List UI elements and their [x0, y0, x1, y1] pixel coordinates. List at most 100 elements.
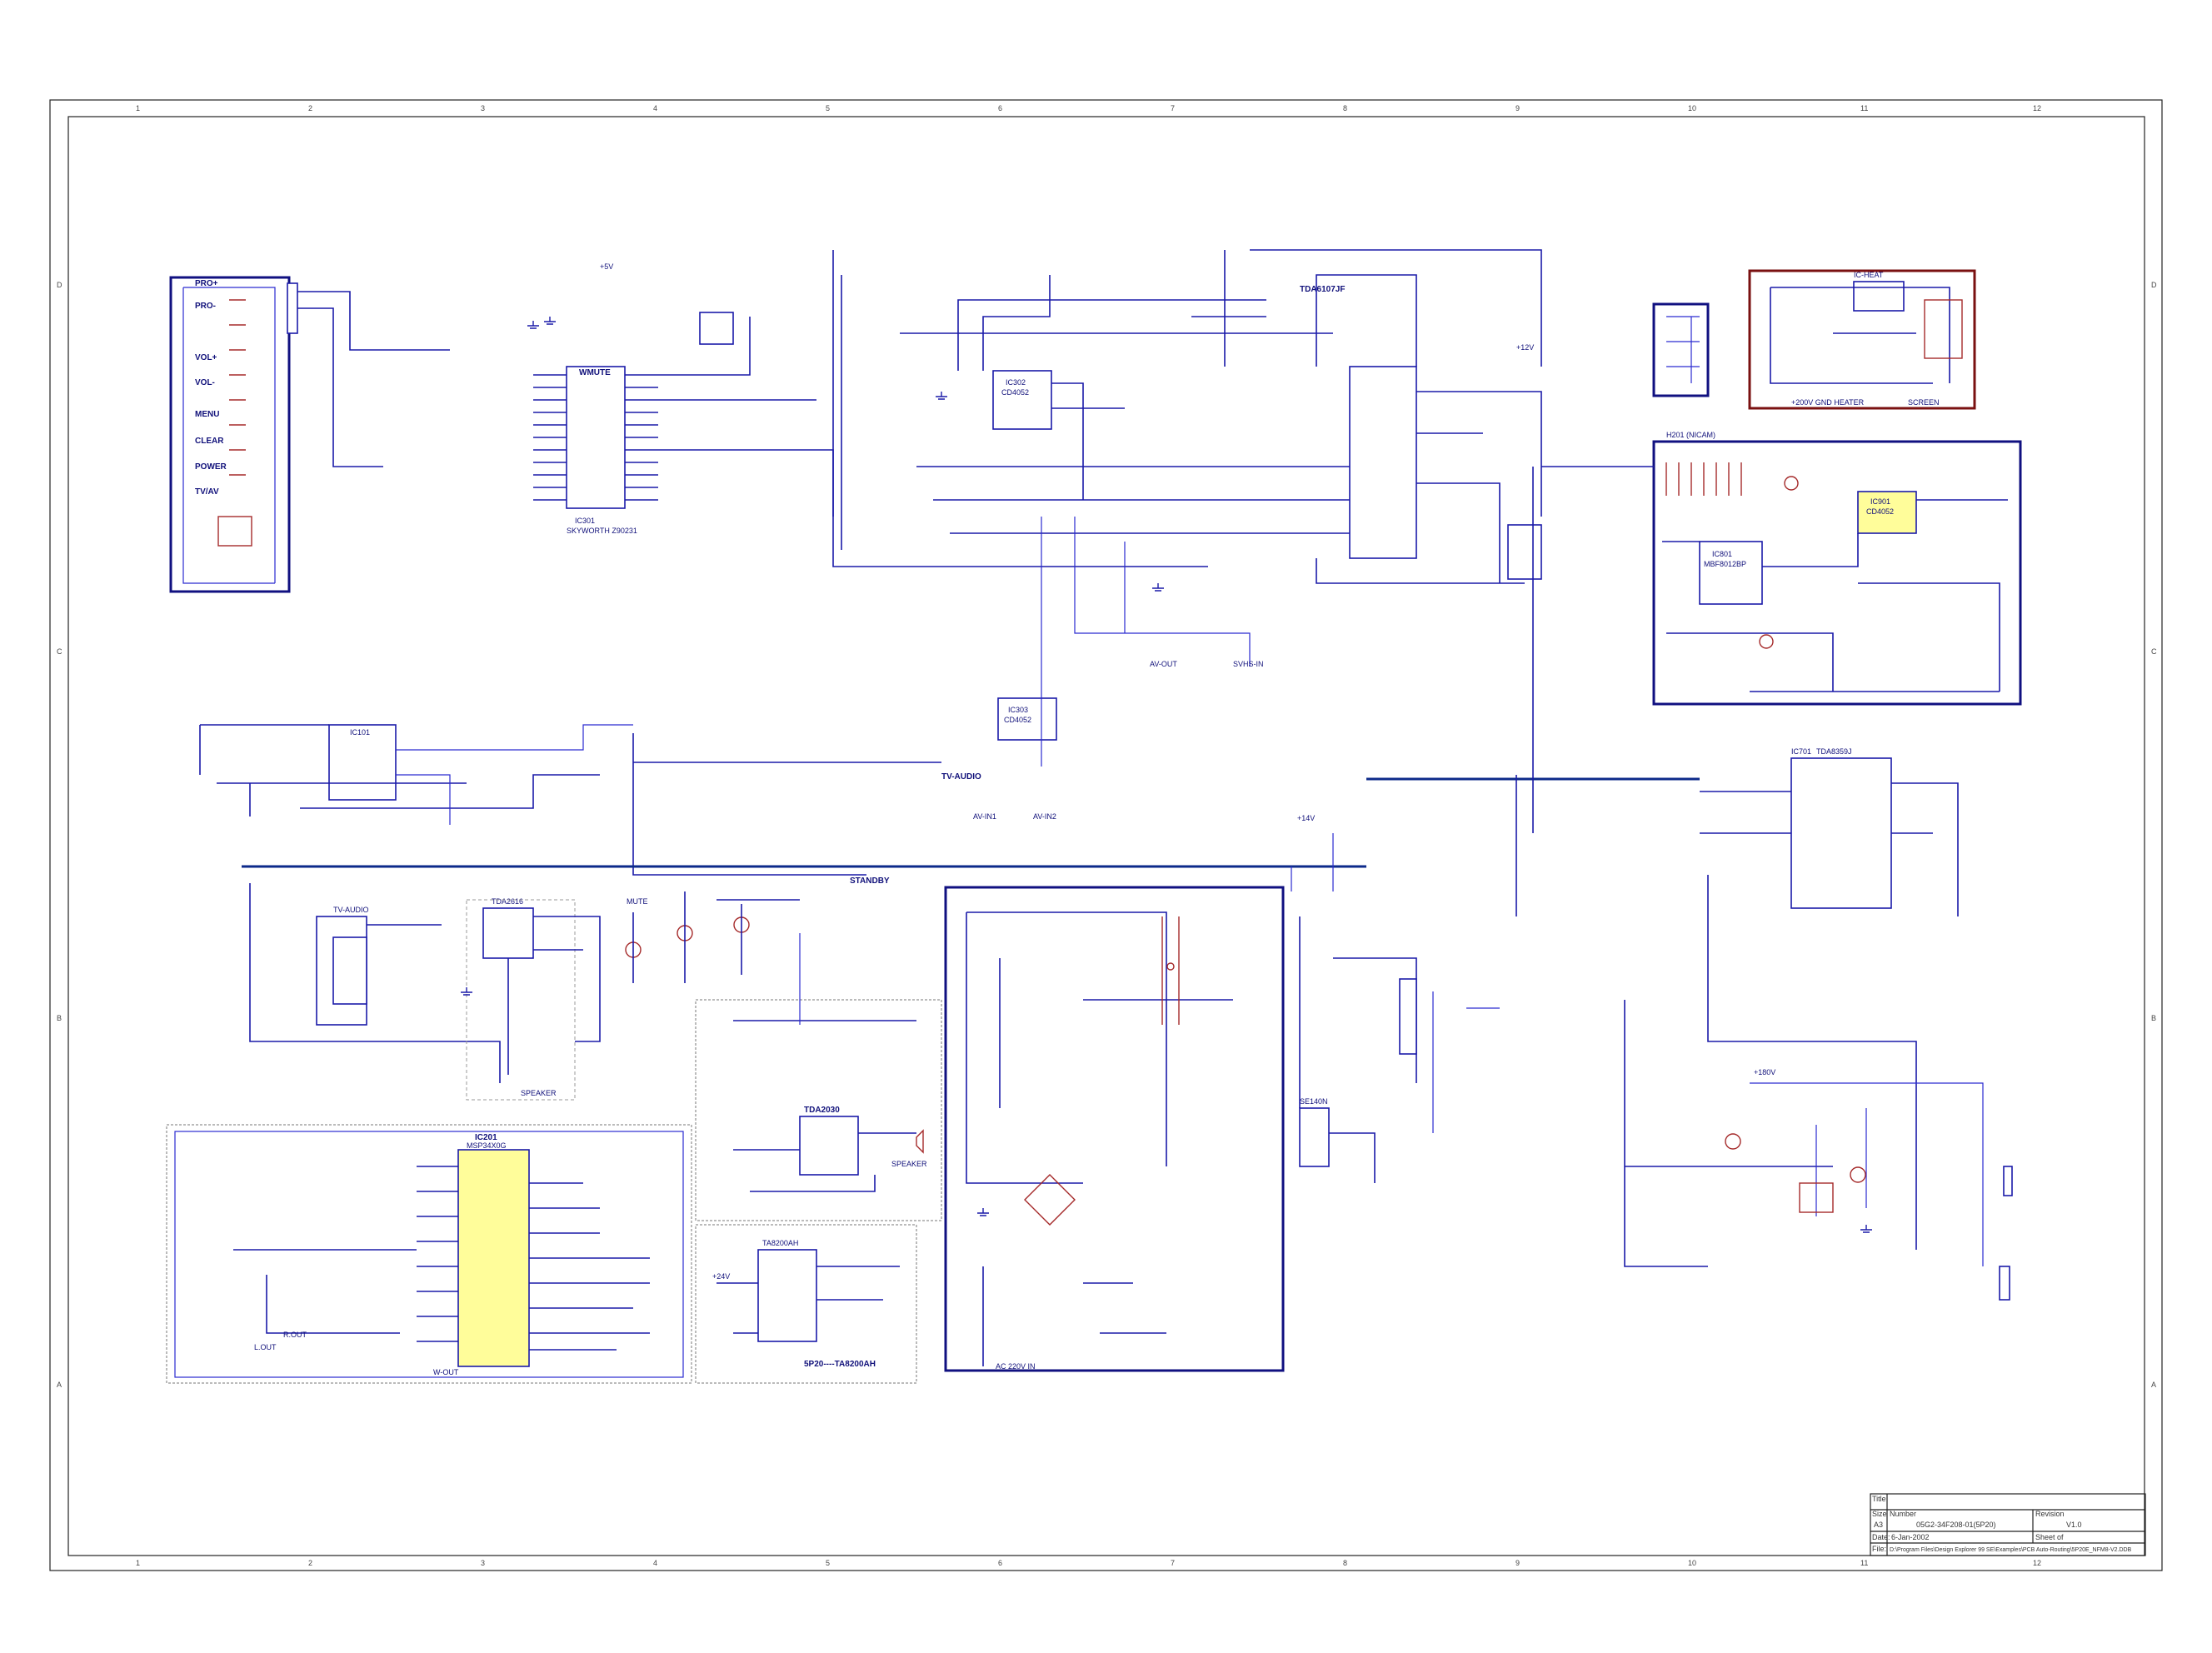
ic201-sound: TV-AUDIO: [249, 883, 501, 1083]
ic901-ref: IC901: [1870, 497, 1890, 506]
ic801-part: MBF8012BP: [1704, 560, 1746, 568]
grid-col-1: 1: [136, 104, 140, 112]
grid-row-d: D: [57, 281, 62, 289]
grid-col-7: 7: [1171, 104, 1175, 112]
ic202-part: TDA2616: [492, 897, 523, 906]
ic701-ref: IC701: [1791, 747, 1811, 756]
key-power: POWER: [195, 462, 227, 472]
ic351-part: TDA2030: [804, 1106, 840, 1115]
plus14v-label: +14V: [1297, 814, 1315, 822]
grid-columns-top: 1 2 3 4 5 6 7 8 9 10 11 12: [136, 104, 2041, 112]
grid-col-9-b: 9: [1515, 1559, 1520, 1567]
av-in1-label: AV-IN1: [973, 812, 996, 821]
plus180v-label: +180V: [1754, 1068, 1775, 1076]
connector-speaker: [1999, 1266, 2010, 1301]
gnd-heater-label: +200V GND HEATER: [1791, 398, 1865, 407]
horizontal-output: IC701 TDA8359J: [1624, 747, 1984, 1267]
tb-number: 05G2-34F208-01(5P20): [1916, 1521, 1996, 1529]
sp20-label: 5P20----TA8200AH: [804, 1360, 876, 1369]
tb-number-label: Number: [1890, 1510, 1916, 1518]
key-vol-minus: VOL-: [195, 378, 215, 387]
ic301-part: SKYWORTH Z90231: [567, 527, 637, 535]
eeprom-chip: [699, 312, 734, 345]
grid-col-9: 9: [1515, 104, 1520, 112]
grid-col-2: 2: [308, 104, 312, 112]
tuner-if-block: TDA6107JF: [1191, 249, 1542, 584]
ic101-ref: IC101: [350, 728, 370, 737]
grid-col-11: 11: [1860, 104, 1868, 112]
grid-col-10: 10: [1688, 104, 1696, 112]
grid-columns-bottom: 1 2 3 4 5 6 7 8 9 10 11 12: [136, 1559, 2041, 1567]
tb-size: A3: [1874, 1521, 1883, 1529]
ic701-part: TDA8359J: [1816, 747, 1852, 756]
w-out-label: W-OUT: [433, 1368, 459, 1376]
tv-audio-in: TV-AUDIO: [333, 906, 369, 914]
ic202-amp: TDA2616 SPEAKER: [466, 897, 601, 1101]
ic301-cpu: WMUTE IC301 SKYWORTH Z90231: [533, 317, 834, 535]
av-out-label: AV-OUT: [1150, 660, 1177, 668]
l-out-label: L.OUT: [254, 1343, 277, 1351]
ic303-mux: IC303 CD4052: [997, 697, 1057, 741]
title-block: Title Size A3 Number 05G2-34F208-01(5P20…: [1870, 1493, 2146, 1556]
keyboard-panel: PRO+ PRO- VOL+ VOL- MENU CLEAR POWER TV/…: [169, 276, 450, 593]
nicam-label: H201 (NICAM): [1666, 431, 1715, 439]
grid-rows: D C B A D C B A: [57, 281, 2157, 1389]
mute-circuit: MUTE: [625, 891, 800, 983]
svhs-in-label: SVHS-IN: [1233, 660, 1264, 668]
plus12v-label: +12V: [1516, 343, 1534, 352]
tda2030-amp: TDA2030 SPEAKER: [695, 999, 942, 1221]
grid-col-6-b: 6: [998, 1559, 1002, 1567]
vertical-deflection: SE140N: [1299, 916, 1500, 1183]
rgb-connector-box: [1652, 302, 1710, 397]
plus24v-label: +24V: [712, 1272, 730, 1281]
ic201-msp-part: MSP34X0G: [467, 1141, 507, 1150]
key-tv-av: TV/AV: [195, 487, 219, 497]
ic601-part: TA8200AH: [762, 1239, 798, 1247]
ic801-ref: IC801: [1712, 550, 1732, 558]
tb-sheet-label: Sheet of: [2035, 1533, 2064, 1541]
grid-row-b-r: B: [2151, 1014, 2156, 1022]
ic302-part: CD4052: [1001, 388, 1029, 397]
grid-col-7-b: 7: [1171, 1559, 1175, 1567]
av-in2-label: AV-IN2: [1033, 812, 1056, 821]
grid-col-3: 3: [481, 104, 485, 112]
grid-col-10-b: 10: [1688, 1559, 1696, 1567]
grid-row-a: A: [57, 1381, 62, 1389]
grid-col-6: 6: [998, 104, 1002, 112]
grid-col-5-b: 5: [826, 1559, 830, 1567]
mute-label: MUTE: [627, 897, 648, 906]
ka2068k-label: TDA6107JF: [1300, 285, 1345, 294]
ground-symbols: [461, 317, 1872, 1233]
tb-revision: V1.0: [2066, 1521, 2082, 1529]
grid-col-11-b: 11: [1860, 1559, 1868, 1567]
nicam-board: H201 (NICAM) IC801 MBF8012BP IC901 CD405…: [1652, 431, 2022, 706]
r-out-label: R.OUT: [283, 1331, 307, 1339]
grid-col-3-b: 3: [481, 1559, 485, 1567]
ic302-mux: IC302 CD4052: [957, 275, 1266, 500]
tb-title-label: Title: [1872, 1495, 1886, 1503]
grid-row-d-r: D: [2151, 281, 2157, 289]
crt-heater-board: IC-HEAT +200V GND HEATER SCREEN: [1748, 269, 1976, 410]
tb-date-label: Date:: [1872, 1533, 1890, 1541]
tb-size-label: Size: [1872, 1510, 1887, 1518]
ic303-part: CD4052: [1004, 716, 1031, 724]
power-supply: AC 220V IN: [944, 886, 1285, 1372]
outer-frame: [49, 99, 2163, 1571]
ic401-part: SE140N: [1300, 1097, 1328, 1106]
key-vol-plus: VOL+: [195, 353, 217, 362]
grid-row-b: B: [57, 1014, 62, 1022]
ic-heat-part: IC-HEAT: [1854, 271, 1884, 279]
ta8200-amp: TA8200AH 5P20----TA8200AH: [695, 1224, 917, 1384]
speaker-label-1: SPEAKER: [521, 1089, 557, 1097]
ic303-ref: IC303: [1008, 706, 1028, 714]
tv-audio-label: TV-AUDIO: [941, 772, 981, 782]
key-pro-plus: PRO+: [195, 279, 218, 288]
ic302-ref: IC302: [1006, 378, 1026, 387]
plus5v-label: +5V: [600, 262, 613, 271]
ic901-part: CD4052: [1866, 507, 1894, 516]
grid-col-12: 12: [2033, 104, 2041, 112]
ic301-label: WMUTE: [579, 368, 611, 377]
ac-in-label: AC 220V IN: [996, 1362, 1036, 1371]
tb-file-label: File:: [1872, 1545, 1886, 1553]
